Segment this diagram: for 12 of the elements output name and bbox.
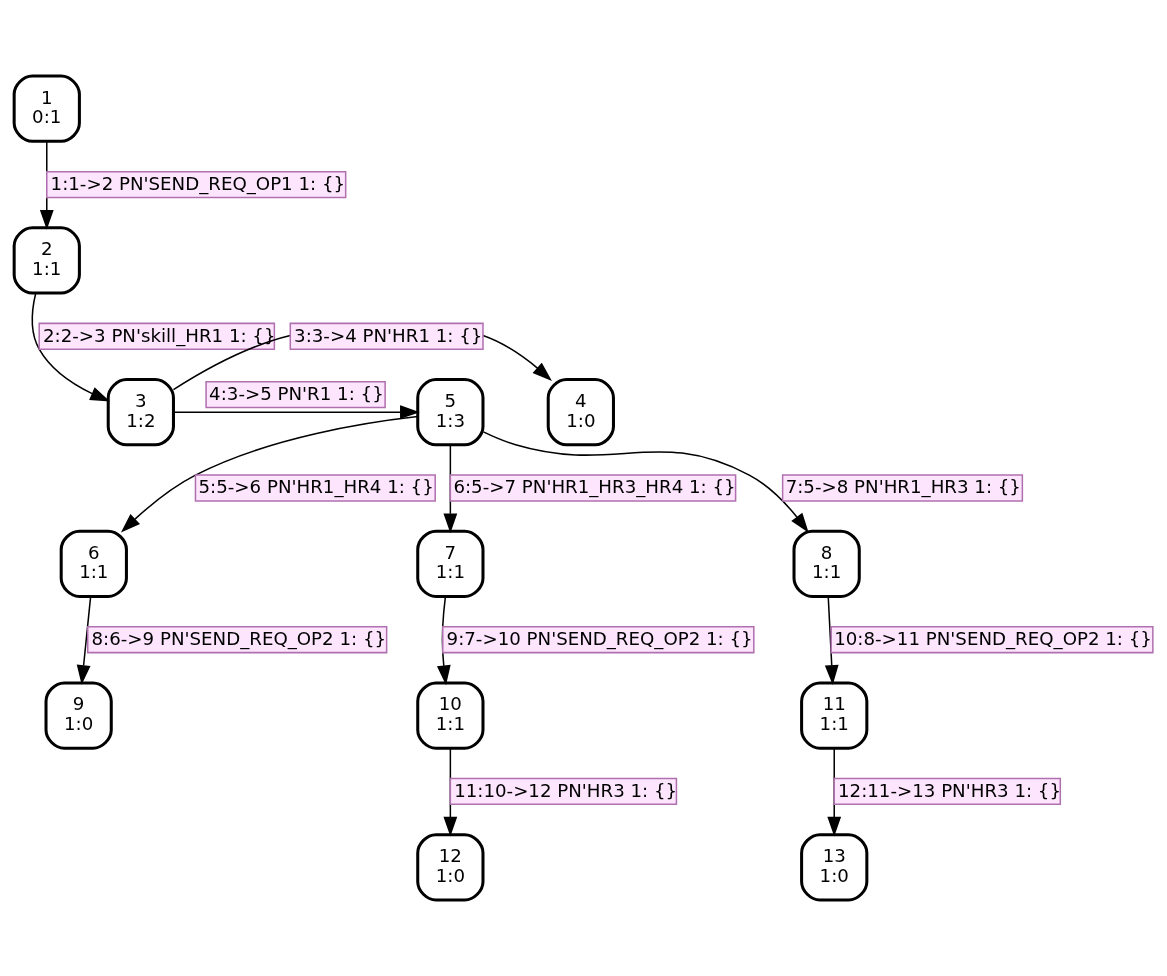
edge-label: 10:8->11 PN'SEND_REQ_OP2 1: {} xyxy=(834,628,1152,650)
edge-label: 1:1->2 PN'SEND_REQ_OP1 1: {} xyxy=(50,173,346,195)
edge-label: 9:7->10 PN'SEND_REQ_OP2 1: {} xyxy=(446,628,753,650)
edge-label: 7:5->8 PN'HR1_HR3 1: {} xyxy=(785,476,1021,498)
edge-label: 12:11->13 PN'HR3 1: {} xyxy=(838,779,1062,801)
edge-label: 4:3->5 PN'R1 1: {} xyxy=(209,383,384,405)
edge-label: 6:5->7 PN'HR1_HR3_HR4 1: {} xyxy=(453,476,736,498)
edge-label: 11:10->12 PN'HR3 1: {} xyxy=(454,779,678,801)
edge-label: 5:5->6 PN'HR1_HR4 1: {} xyxy=(198,476,434,498)
edge-label: 2:2->3 PN'skill_HR1 1: {} xyxy=(42,324,276,346)
edge-label: 8:6->9 PN'SEND_REQ_OP2 1: {} xyxy=(91,628,387,650)
edge-label: 3:3->4 PN'HR1 1: {} xyxy=(294,324,483,346)
